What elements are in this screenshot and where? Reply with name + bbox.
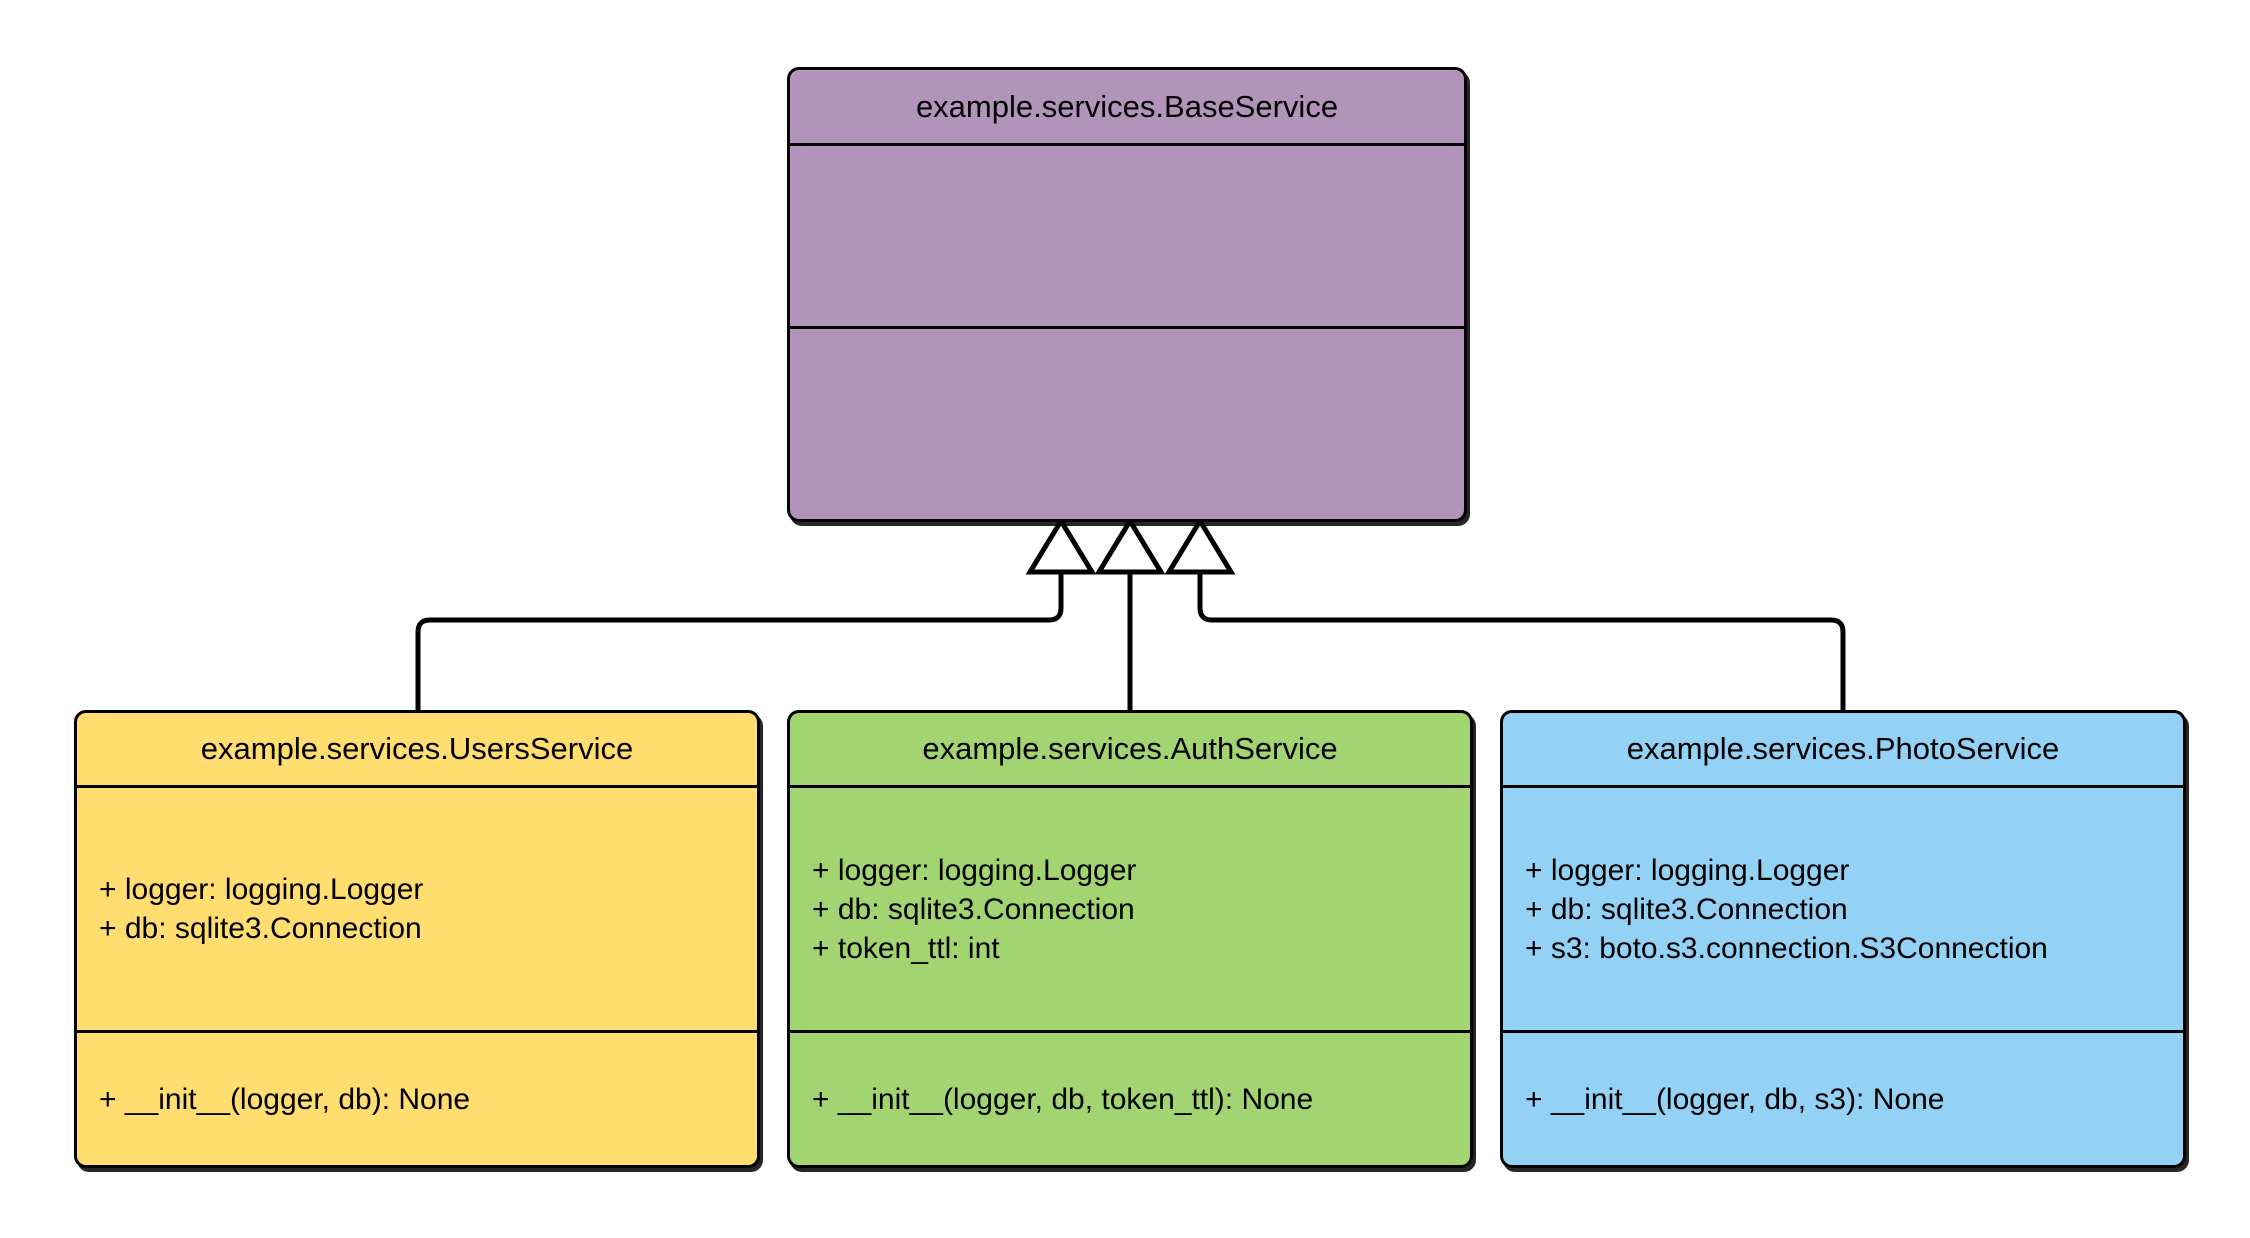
class-box-base-service[interactable]: example.services.BaseService: [787, 67, 1467, 522]
class-divider: [77, 785, 757, 788]
class-title-users-service: example.services.UsersService: [200, 731, 634, 767]
class-divider: [1503, 785, 2183, 788]
class-divider: [77, 1030, 757, 1033]
inheritance-arrowhead-photo: [1164, 516, 1236, 575]
class-methods-users-service: + __init__(logger, db): None: [77, 1033, 757, 1165]
inheritance-arrowhead-users: [1025, 516, 1097, 575]
edge-photo-to-base: [1197, 570, 1846, 710]
attribute-row: + logger: logging.Logger: [1525, 853, 1850, 887]
attribute-row: + db: sqlite3.Connection: [812, 892, 1135, 926]
class-methods-auth-service: + __init__(logger, db, token_ttl): None: [790, 1033, 1470, 1165]
inheritance-arrowhead-auth: [1094, 516, 1166, 575]
class-divider: [790, 326, 1464, 329]
class-box-photo-service[interactable]: example.services.PhotoService + logger: …: [1500, 710, 2186, 1168]
class-attributes-auth-service: + logger: logging.Logger + db: sqlite3.C…: [790, 788, 1470, 1030]
class-attributes-users-service: + logger: logging.Logger + db: sqlite3.C…: [77, 788, 757, 1030]
attribute-row: + db: sqlite3.Connection: [1525, 892, 1848, 926]
class-divider: [790, 143, 1464, 146]
class-divider: [790, 785, 1470, 788]
class-methods-base-service: [790, 329, 1464, 519]
attribute-row: + logger: logging.Logger: [812, 853, 1137, 887]
attribute-row: + logger: logging.Logger: [99, 873, 424, 906]
method-row: + __init__(logger, db, s3): None: [1525, 1082, 1945, 1116]
class-attributes-base-service: [790, 146, 1464, 326]
class-divider: [790, 1030, 1470, 1033]
method-row: + __init__(logger, db): None: [99, 1082, 471, 1116]
class-attributes-photo-service: + logger: logging.Logger + db: sqlite3.C…: [1503, 788, 2183, 1030]
edge-users-to-base: [415, 570, 1064, 710]
class-box-users-service[interactable]: example.services.UsersService + logger: …: [74, 710, 760, 1168]
class-box-auth-service[interactable]: example.services.AuthService + logger: l…: [787, 710, 1473, 1168]
class-title-auth-service: example.services.AuthService: [922, 731, 1338, 767]
attribute-row: + s3: boto.s3.connection.S3Connection: [1525, 931, 2048, 965]
attribute-row: + token_ttl: int: [812, 931, 1000, 965]
attribute-row: + db: sqlite3.Connection: [99, 912, 422, 945]
class-title-base-service: example.services.BaseService: [915, 88, 1339, 124]
class-title-photo-service: example.services.PhotoService: [1626, 731, 2060, 767]
method-row: + __init__(logger, db, token_ttl): None: [812, 1082, 1314, 1116]
class-methods-photo-service: + __init__(logger, db, s3): None: [1503, 1033, 2183, 1165]
class-divider: [1503, 1030, 2183, 1033]
